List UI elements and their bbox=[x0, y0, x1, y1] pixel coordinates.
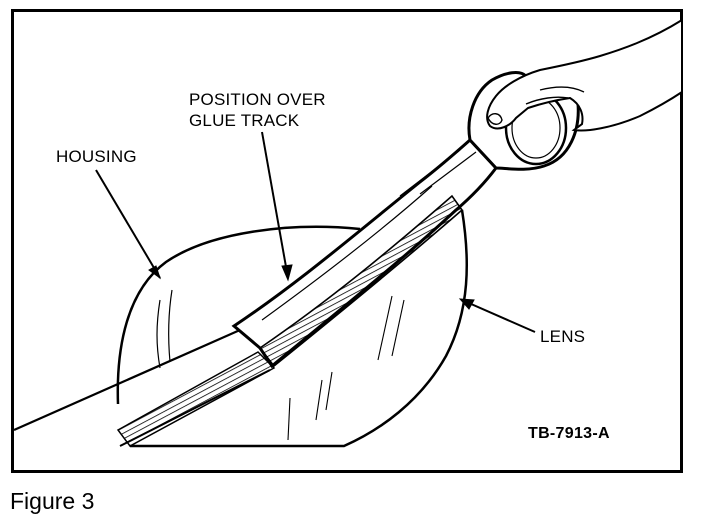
housing-inner-line bbox=[168, 289, 173, 363]
lens-highlight bbox=[391, 299, 405, 357]
lens-highlight bbox=[377, 295, 393, 361]
hand-knuckle-line bbox=[525, 96, 569, 105]
position-over-glue-track-label: POSITION OVER GLUE TRACK bbox=[189, 90, 326, 130]
lens-outline bbox=[130, 209, 469, 448]
applicator-edge-line bbox=[419, 151, 477, 195]
housing-label: HOUSING bbox=[56, 147, 137, 166]
lens-highlight bbox=[287, 397, 291, 441]
applicator-glue-strip bbox=[258, 194, 464, 368]
leader-position bbox=[261, 131, 289, 279]
hand-fingers bbox=[486, 18, 683, 132]
housing-outline bbox=[116, 225, 361, 405]
housing-inner-line bbox=[156, 299, 161, 369]
leader-housing-arrowhead bbox=[148, 265, 161, 280]
leader-lens-arrowhead bbox=[458, 298, 475, 310]
housing-base-edge bbox=[13, 328, 241, 432]
leader-housing bbox=[95, 169, 161, 279]
lens-highlight bbox=[325, 371, 333, 411]
hand-knuckle-line bbox=[539, 86, 585, 93]
figure-code: TB-7913-A bbox=[528, 425, 610, 442]
lens-highlight bbox=[315, 379, 323, 421]
leader-position-arrowhead bbox=[281, 264, 293, 282]
applicator-edge-line bbox=[399, 149, 461, 197]
applicator-edge-line bbox=[261, 185, 433, 321]
hand-thumb-nail bbox=[487, 113, 503, 125]
figure-caption: Figure 3 bbox=[10, 488, 95, 514]
lens-label: LENS bbox=[540, 327, 586, 346]
glue-track-hatch bbox=[116, 351, 276, 447]
leader-lens bbox=[461, 299, 536, 333]
figure-frame bbox=[11, 9, 683, 473]
